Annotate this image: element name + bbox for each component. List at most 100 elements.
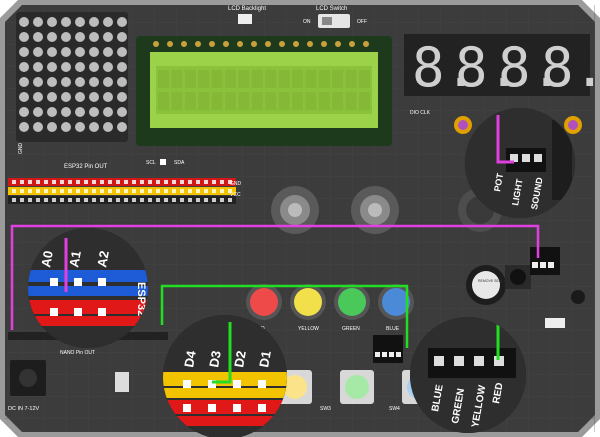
zoom-label-light: LIGHT — [510, 178, 525, 207]
header-pin — [108, 180, 112, 184]
led-label: YELLOW — [298, 326, 319, 332]
lcd-pin — [153, 41, 159, 47]
matrix-dot — [33, 107, 43, 117]
lcd-cell — [211, 70, 223, 88]
header-pin — [180, 180, 184, 184]
header-pin — [124, 189, 128, 193]
header-pin — [196, 189, 200, 193]
header-pin — [188, 198, 192, 202]
header-pin — [108, 198, 112, 202]
segment-digit-3: 8. — [498, 36, 563, 99]
led-label: BLUE — [386, 326, 400, 332]
lcd-pin — [167, 41, 173, 47]
matrix-dot — [61, 77, 71, 87]
zoom-analog-header: A0 A1 A2 ESP32 — [28, 228, 148, 348]
lcd-backlight-label: LCD Backlight — [228, 6, 266, 12]
matrix-dot — [19, 92, 29, 102]
matrix-dot — [19, 47, 29, 57]
matrix-dot — [33, 122, 43, 132]
zoom-label-a2: A2 — [94, 250, 112, 269]
matrix-dot — [117, 17, 127, 27]
header-pin — [100, 180, 104, 184]
led-red — [250, 288, 278, 316]
lcd-cell — [359, 70, 370, 88]
lcd-display — [136, 36, 392, 146]
header-pin — [116, 198, 120, 202]
header-pin — [12, 198, 16, 202]
matrix-dot — [61, 17, 71, 27]
header-pin — [100, 189, 104, 193]
lcd-cell — [345, 70, 357, 88]
header-pin — [92, 189, 96, 193]
header-pin — [20, 180, 24, 184]
matrix-dot — [117, 122, 127, 132]
header-pin — [172, 198, 176, 202]
segment-digit-1: 8. — [412, 36, 477, 99]
header-pin — [68, 198, 72, 202]
matrix-dot — [89, 122, 99, 132]
header-pin — [92, 180, 96, 184]
lcd-cell — [171, 70, 183, 88]
header-pin — [196, 198, 200, 202]
header-pin — [12, 189, 16, 193]
header-pin — [36, 198, 40, 202]
header-pin — [52, 198, 56, 202]
header-pin — [44, 180, 48, 184]
matrix-dot — [33, 92, 43, 102]
switch-off-label: OFF — [357, 19, 367, 25]
zoom-label-d1: D1 — [256, 350, 274, 369]
header-pin — [116, 189, 120, 193]
zoom-led-header: BLUE GREEN YELLOW RED — [410, 317, 526, 433]
header-pin — [180, 198, 184, 202]
lcd-cell — [292, 70, 303, 88]
header-pin — [36, 189, 40, 193]
matrix-dot — [103, 32, 113, 42]
header-pin — [12, 180, 16, 184]
header-pin — [68, 189, 72, 193]
header-pin — [148, 180, 152, 184]
lcd-cell — [305, 70, 317, 88]
matrix-dot — [103, 62, 113, 72]
lcd-cell — [332, 70, 344, 88]
lcd-pin — [363, 41, 369, 47]
backlight-jumper[interactable] — [238, 14, 252, 24]
header-pin — [188, 189, 192, 193]
matrix-dot — [19, 122, 29, 132]
lcd-cell — [345, 92, 357, 110]
led-label: GREEN — [342, 326, 360, 332]
matrix-dot — [117, 92, 127, 102]
header-pin — [212, 198, 216, 202]
header-pin — [44, 189, 48, 193]
led-header-small — [373, 335, 403, 363]
pot-rings — [454, 116, 582, 134]
lcd-pin — [321, 41, 327, 47]
matrix-dot — [103, 107, 113, 117]
header-pin — [76, 189, 80, 193]
header-pin — [116, 180, 120, 184]
dc-in-label: DC IN 7-12V — [8, 406, 40, 412]
matrix-dot — [19, 32, 29, 42]
lcd-pin — [251, 41, 257, 47]
zoom-sensor-header: POT LIGHT SOUND — [465, 108, 575, 218]
lcd-cell — [318, 70, 330, 88]
lcd-cell — [332, 92, 344, 110]
header-pin — [124, 180, 128, 184]
lcd-cell — [251, 70, 263, 88]
zoom-label-red: RED — [491, 382, 506, 405]
header-pin — [60, 198, 64, 202]
header-pin — [204, 189, 208, 193]
matrix-dot — [89, 17, 99, 27]
matrix-dot — [75, 47, 85, 57]
matrix-dot — [75, 32, 85, 42]
lcd-cell — [278, 70, 290, 88]
lcd-cell — [198, 70, 210, 88]
lcd-pin — [237, 41, 243, 47]
lcd-pin — [181, 41, 187, 47]
lcd-cell — [305, 92, 317, 110]
header-pin — [228, 198, 232, 202]
segment-digit-4: 8. — [541, 36, 600, 99]
sw4-label: SW4 — [389, 406, 400, 412]
header-pin — [196, 180, 200, 184]
matrix-dot — [117, 77, 127, 87]
